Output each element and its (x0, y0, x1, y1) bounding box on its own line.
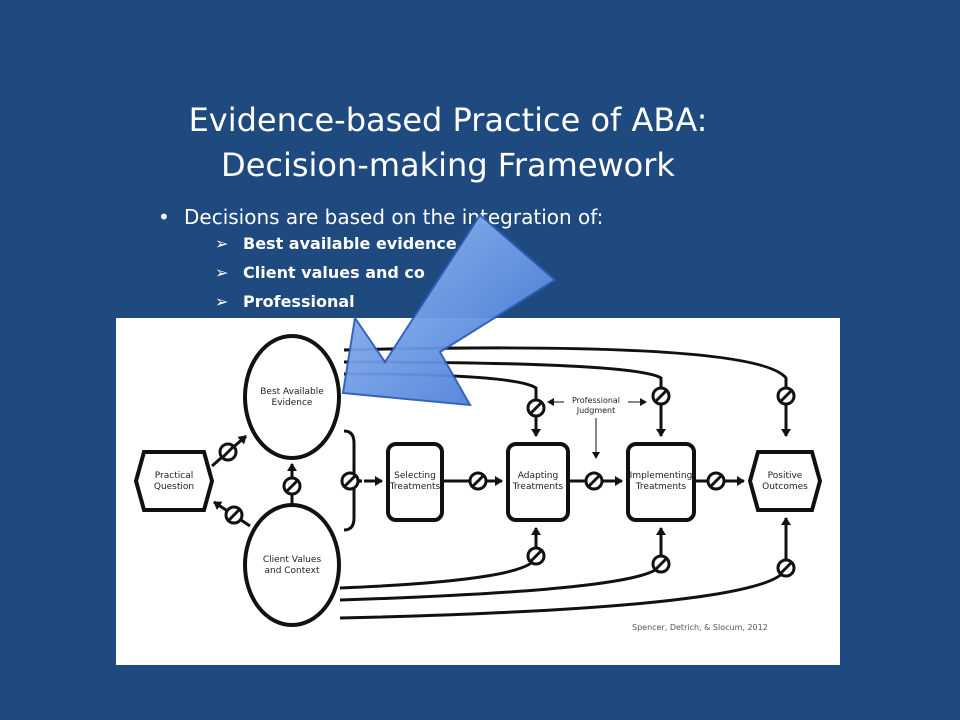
professional-judgment-label: Professional (572, 396, 620, 405)
bullet-dot-icon: • (158, 205, 170, 229)
node-label: and Context (264, 566, 320, 576)
arrow-check-icon: ➢ (215, 292, 229, 311)
node-label: Best Available (260, 387, 324, 397)
node-label: Treatments (512, 482, 564, 492)
slashed-circle-icon (776, 558, 796, 578)
main-bullet: • Decisions are based on the integration … (158, 205, 603, 229)
arrow-check-icon: ➢ (215, 263, 229, 282)
slide-title-line-2: Decision-making Framework (221, 146, 675, 184)
node-client-values: Client Values and Context (243, 503, 341, 627)
node-label: Implementing (630, 471, 693, 481)
bracket (343, 429, 363, 532)
main-bullet-text: Decisions are based on the integration o… (184, 205, 604, 229)
arrow-check-icon: ➢ (215, 234, 229, 253)
node-label: Adapting (518, 471, 558, 481)
node-label: Selecting (394, 471, 436, 481)
sub-bullet-3: ➢ Professional (215, 292, 355, 311)
sub-bullet-1: ➢ Best available evidence (215, 234, 457, 253)
node-positive-outcomes: Positive Outcomes (747, 450, 823, 512)
node-label: Treatments (389, 482, 441, 492)
node-implementing: Implementing Treatments (626, 442, 696, 522)
citation: Spencer, Detrich, & Slocum, 2012 (632, 623, 768, 632)
node-label: Practical (155, 471, 193, 481)
node-label: Client Values (263, 555, 322, 565)
slashed-circle-icon (340, 471, 360, 491)
node-practical-question: Practical Question (133, 450, 215, 512)
node-label: Question (154, 482, 194, 492)
sub-bullet-text: Professional (243, 292, 355, 311)
node-label: Treatments (635, 482, 687, 492)
node-best-evidence: Best Available Evidence (243, 334, 341, 460)
slashed-circle-icon (526, 546, 546, 566)
slashed-circle-icon (584, 471, 604, 491)
diagram-svg: Practical Question Best Available Eviden… (133, 334, 823, 627)
node-selecting: Selecting Treatments (386, 442, 444, 522)
slashed-circle-icon (282, 476, 302, 496)
framework-diagram: Practical Question Best Available Eviden… (116, 318, 840, 665)
slashed-circle-icon (218, 442, 238, 462)
slashed-circle-icon (651, 386, 671, 406)
node-label: Evidence (272, 398, 313, 408)
slide-title-line-1: Evidence-based Practice of ABA: (188, 101, 708, 139)
slashed-circle-icon (706, 471, 726, 491)
node-adapting: Adapting Treatments (506, 442, 570, 522)
sub-bullet-2: ➢ Client values and co (215, 263, 425, 282)
sub-bullet-text: Best available evidence (243, 234, 457, 253)
slashed-circle-icon (224, 505, 244, 525)
professional-judgment-label: Judgment (576, 406, 616, 415)
slashed-circle-icon (468, 471, 488, 491)
node-label: Positive (768, 471, 803, 481)
slashed-circle-icon (651, 554, 671, 574)
slashed-circle-icon (526, 398, 546, 418)
gates (218, 386, 796, 578)
node-label: Outcomes (762, 482, 808, 492)
slashed-circle-icon (776, 386, 796, 406)
sub-bullet-text: Client values and co (243, 263, 425, 282)
